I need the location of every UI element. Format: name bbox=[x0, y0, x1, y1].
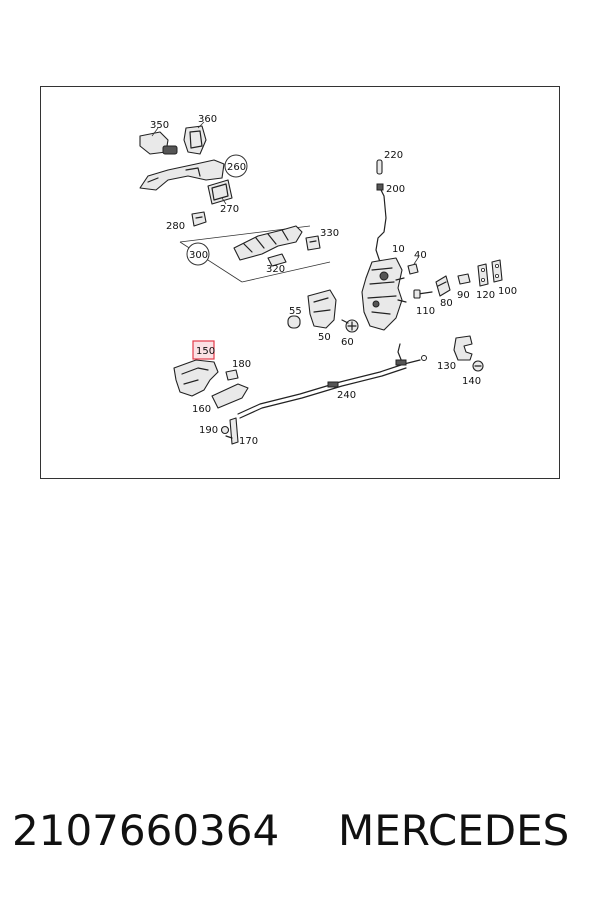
diagram-frame bbox=[40, 86, 560, 479]
part-50 bbox=[307, 289, 337, 329]
callout-280: 280 bbox=[166, 221, 185, 232]
callout-240: 240 bbox=[337, 390, 356, 401]
callout-260: 260 bbox=[227, 162, 246, 173]
part-200-rod bbox=[375, 159, 387, 263]
callout-300: 300 bbox=[189, 250, 208, 261]
brand-name: MERCEDES bbox=[338, 806, 570, 855]
callout-90: 90 bbox=[457, 290, 470, 301]
part-190 bbox=[220, 425, 230, 435]
callout-100: 100 bbox=[498, 286, 517, 297]
callout-40: 40 bbox=[414, 250, 427, 261]
callout-180: 180 bbox=[232, 359, 251, 370]
part-160 bbox=[211, 383, 249, 409]
part-300-carrier bbox=[179, 225, 331, 283]
callout-330: 330 bbox=[320, 228, 339, 239]
part-100 bbox=[491, 259, 503, 283]
callout-130: 130 bbox=[437, 361, 456, 372]
part-number: 2107660364 bbox=[12, 806, 280, 855]
callout-140: 140 bbox=[462, 376, 481, 387]
part-170 bbox=[225, 417, 239, 445]
caption: 2107660364 MERCEDES bbox=[0, 800, 600, 870]
part-60 bbox=[341, 319, 359, 333]
part-180 bbox=[225, 369, 239, 381]
callout-160: 160 bbox=[192, 404, 211, 415]
callout-170: 170 bbox=[239, 436, 258, 447]
callout-190: 190 bbox=[199, 425, 218, 436]
part-40 bbox=[407, 257, 419, 275]
part-130 bbox=[453, 335, 473, 361]
callout-150: 150 bbox=[196, 346, 215, 357]
callout-200: 200 bbox=[386, 184, 405, 195]
part-90 bbox=[457, 273, 471, 285]
callout-10: 10 bbox=[392, 244, 405, 255]
callout-120: 120 bbox=[476, 290, 495, 301]
callout-320: 320 bbox=[266, 264, 285, 275]
part-120 bbox=[477, 263, 489, 287]
callout-220: 220 bbox=[384, 150, 403, 161]
part-140 bbox=[472, 360, 484, 372]
part-240-cable bbox=[237, 343, 427, 419]
callout-80: 80 bbox=[440, 298, 453, 309]
part-10-lock bbox=[361, 257, 407, 331]
callout-360: 360 bbox=[198, 114, 217, 125]
part-360 bbox=[183, 121, 207, 155]
callout-270: 270 bbox=[220, 204, 239, 215]
callout-110: 110 bbox=[416, 306, 435, 317]
part-280 bbox=[191, 211, 207, 227]
callout-labels: 350 360 260 270 280 330 300 320 220 200 … bbox=[150, 114, 517, 447]
part-110 bbox=[413, 289, 433, 299]
callout-50: 50 bbox=[318, 332, 331, 343]
part-260 bbox=[139, 154, 248, 191]
callout-55: 55 bbox=[289, 306, 302, 317]
part-270 bbox=[207, 179, 233, 205]
part-55 bbox=[287, 315, 301, 329]
highlight-box-150 bbox=[192, 340, 215, 360]
callout-60: 60 bbox=[341, 337, 354, 348]
part-350 bbox=[139, 127, 178, 155]
callout-350: 350 bbox=[150, 120, 169, 131]
part-150-inside-handle bbox=[173, 340, 219, 397]
part-80 bbox=[435, 275, 451, 297]
